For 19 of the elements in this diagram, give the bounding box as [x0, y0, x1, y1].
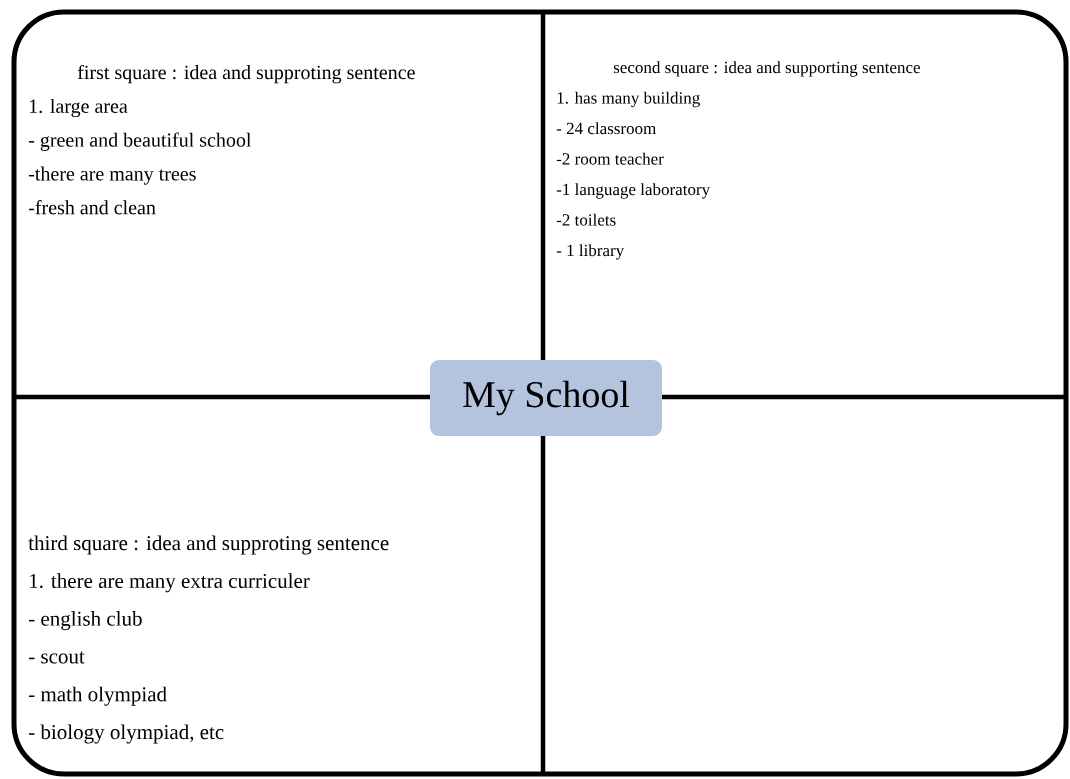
- list-item: -fresh and clean: [28, 200, 156, 215]
- list-item: - 1 library: [556, 244, 625, 260]
- list-item: -there are many trees: [28, 166, 196, 185]
- heading: second square : idea and supporting sentence: [613, 61, 920, 77]
- heading: third square : idea and supproting sentence: [28, 535, 389, 555]
- list-item: -2 room teacher: [556, 152, 664, 165]
- list-item: 1. there are many extra curriculer: [30, 573, 310, 593]
- list-item: -1 language laboratory: [556, 183, 711, 199]
- list-item: - scout: [29, 651, 85, 664]
- list-item: - math olympiad: [29, 686, 167, 706]
- heading: first square : idea and supproting sentence: [77, 64, 415, 84]
- list-item: - green and beautiful school: [28, 132, 252, 151]
- list-item: -2 toilets: [556, 213, 616, 226]
- list-item: - english club: [29, 611, 142, 631]
- list-item: 1. large area: [29, 98, 128, 118]
- list-item: - biology olympiad, etc: [29, 724, 224, 744]
- list-item: - 24 classroom: [556, 122, 657, 135]
- list-item: 1. has many building: [557, 91, 700, 108]
- title-box: My School: [430, 360, 662, 436]
